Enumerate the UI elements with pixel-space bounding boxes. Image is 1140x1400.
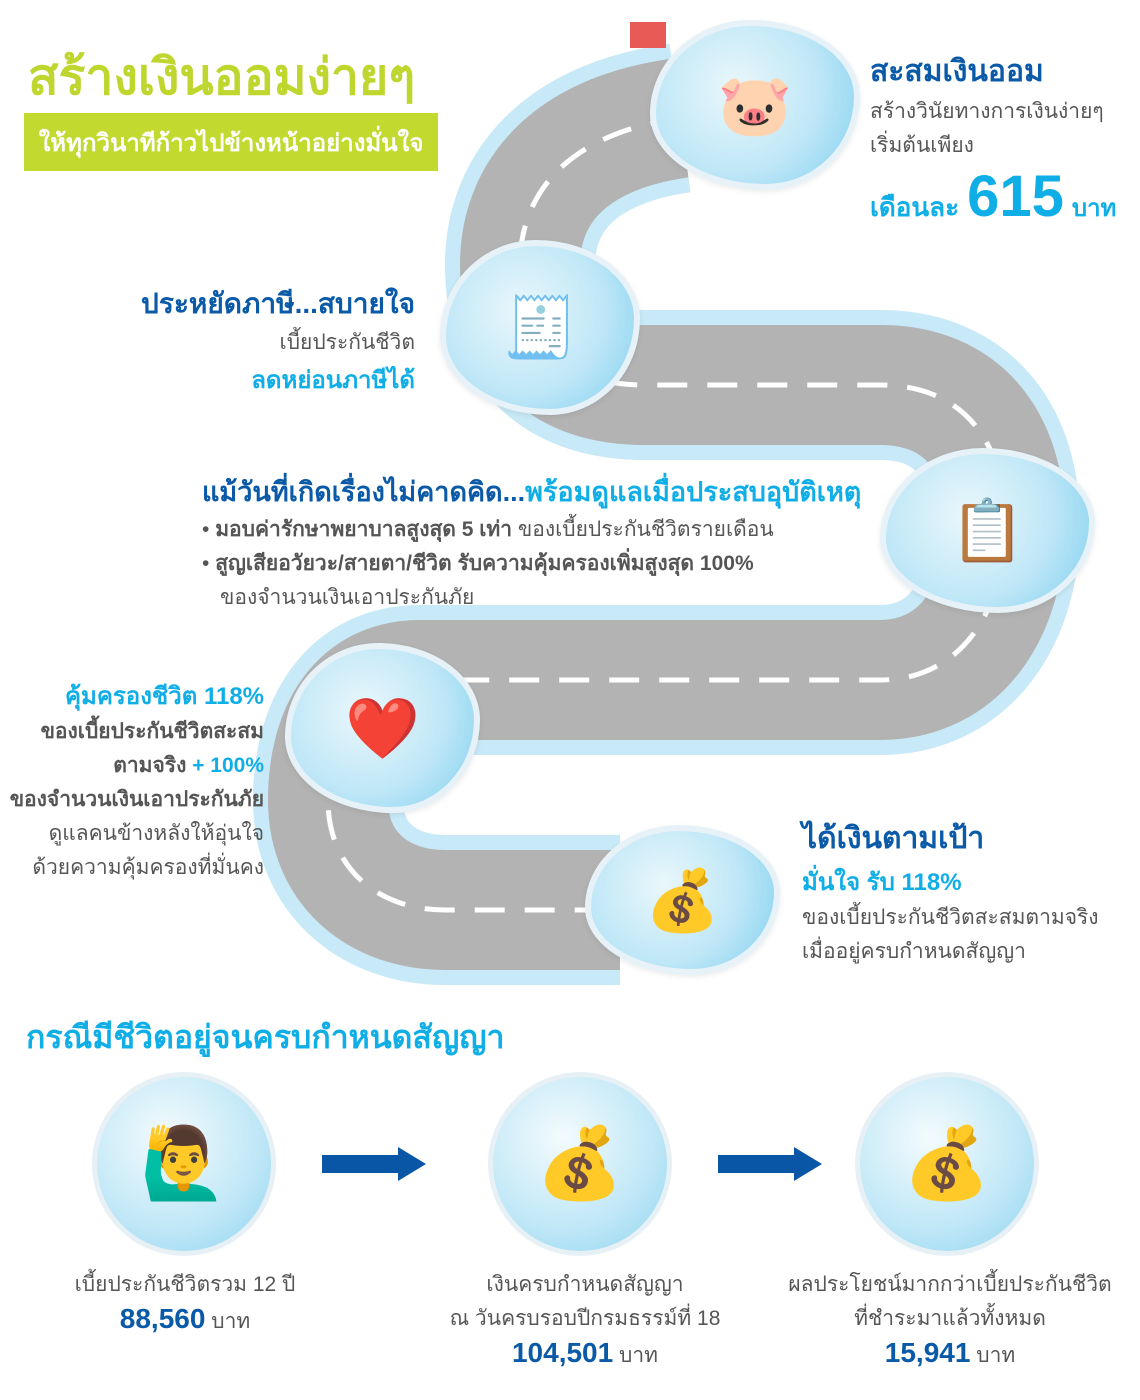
piggy-bank-icon: 🐷	[650, 20, 860, 190]
tax-title: ประหยัดภาษี...สบายใจ	[141, 288, 415, 319]
item-unit: บาท	[205, 1310, 251, 1333]
hand-sleeve-icon	[630, 22, 666, 48]
accident-bullet-2: • สูญเสียอวัยวะ/สายตา/ชีวิต รับความคุ้มค…	[202, 552, 754, 575]
coverage-line4: ดูแลคนข้างหลังให้อุ่นใจ	[48, 822, 264, 845]
coverage-title: คุ้มครองชีวิต 118%	[64, 683, 264, 710]
maturity-item-benefit: ผลประโยชน์มากกว่าเบี้ยประกันชีวิต ที่ชำร…	[770, 1268, 1130, 1373]
item-label-2: ที่ชำระมาแล้วทั้งหมด	[854, 1307, 1046, 1330]
item-amount: 104,501	[511, 1337, 614, 1368]
item-label: เบี้ยประกันชีวิตรวม 12 ปี	[74, 1273, 296, 1296]
accident-bullet-1: • มอบค่ารักษาพยาบาลสูงสุด 5 เท่า ของเบี้…	[202, 518, 774, 541]
coverage-line5: ด้วยความคุ้มครองที่มั่นคง	[32, 856, 264, 879]
savings-line1: สร้างวินัยทางการเงินง่ายๆ	[870, 100, 1104, 123]
goal-line2: ของเบี้ยประกันชีวิตสะสมตามจริง	[802, 906, 1099, 929]
goal-line3: เมื่ออยู่ครบกำหนดสัญญา	[802, 940, 1026, 963]
tax-line2: ลดหย่อนภาษีได้	[251, 367, 415, 394]
coverage-line2b: + 100%	[192, 754, 264, 777]
coverage-line1: ของเบี้ยประกันชีวิตสะสม	[40, 720, 264, 743]
item-amount: 88,560	[119, 1303, 206, 1334]
main-title: สร้างเงินออมง่ายๆ	[28, 49, 416, 105]
coverage-line2a: ตามจริง	[113, 754, 193, 777]
item-label: ผลประโยชน์มากกว่าเบี้ยประกันชีวิต	[788, 1273, 1112, 1296]
arrow-right-icon	[718, 1147, 822, 1181]
subtitle-banner: ให้ทุกวินาทีก้าวไปข้างหน้าอย่างมั่นใจ	[24, 113, 438, 171]
goal-line1: มั่นใจ รับ 118%	[802, 869, 962, 896]
arrow-right-icon	[322, 1147, 426, 1181]
heart-hand-icon: ❤️	[285, 643, 480, 813]
accident-title-a: แม้วันที่เกิดเรื่องไม่คาดคิด...	[202, 477, 526, 507]
item-amount: 15,941	[884, 1337, 971, 1368]
savings-unit: บาท	[1071, 195, 1117, 222]
maturity-item-payout: เงินครบกำหนดสัญญา ณ วันครบรอบปีกรมธรรม์ท…	[410, 1268, 760, 1373]
goal-title: ได้เงินตามเป้า	[802, 822, 985, 855]
savings-title: สะสมเงินออม	[870, 55, 1044, 88]
maturity-item-premium: เบี้ยประกันชีวิตรวม 12 ปี 88,560 บาท	[40, 1268, 330, 1339]
money-growth-icon: 💰	[585, 825, 780, 975]
coverage-line3: ของจำนวนเงินเอาประกันภัย	[9, 788, 264, 811]
item-unit: บาท	[970, 1344, 1016, 1367]
money-bag-coins-icon: 💰	[855, 1072, 1039, 1256]
savings-prefix: เดือนละ	[870, 192, 960, 222]
item-unit: บาท	[613, 1344, 659, 1367]
accident-title-b: พร้อมดูแลเมื่อประสบอุบัติเหตุ	[525, 477, 862, 507]
tax-line1: เบี้ยประกันชีวิต	[279, 331, 415, 354]
medical-clipboard-icon: 📋	[880, 448, 1095, 613]
savings-amount: 615	[967, 164, 1064, 229]
person-waving-icon: 🙋‍♂️	[92, 1072, 276, 1256]
money-bag-hand-icon: 💰	[488, 1072, 672, 1256]
maturity-title: กรณีมีชีวิตอยู่จนครบกำหนดสัญญา	[26, 1019, 505, 1055]
tax-icon: 🧾	[440, 240, 640, 415]
savings-line2: เริ่มต้นเพียง	[870, 134, 974, 157]
item-label-2: ณ วันครบรอบปีกรมธรรม์ที่ 18	[449, 1307, 721, 1330]
accident-bullet-2-cont: ของจำนวนเงินเอาประกันภัย	[220, 586, 475, 609]
item-label: เงินครบกำหนดสัญญา	[486, 1273, 684, 1296]
